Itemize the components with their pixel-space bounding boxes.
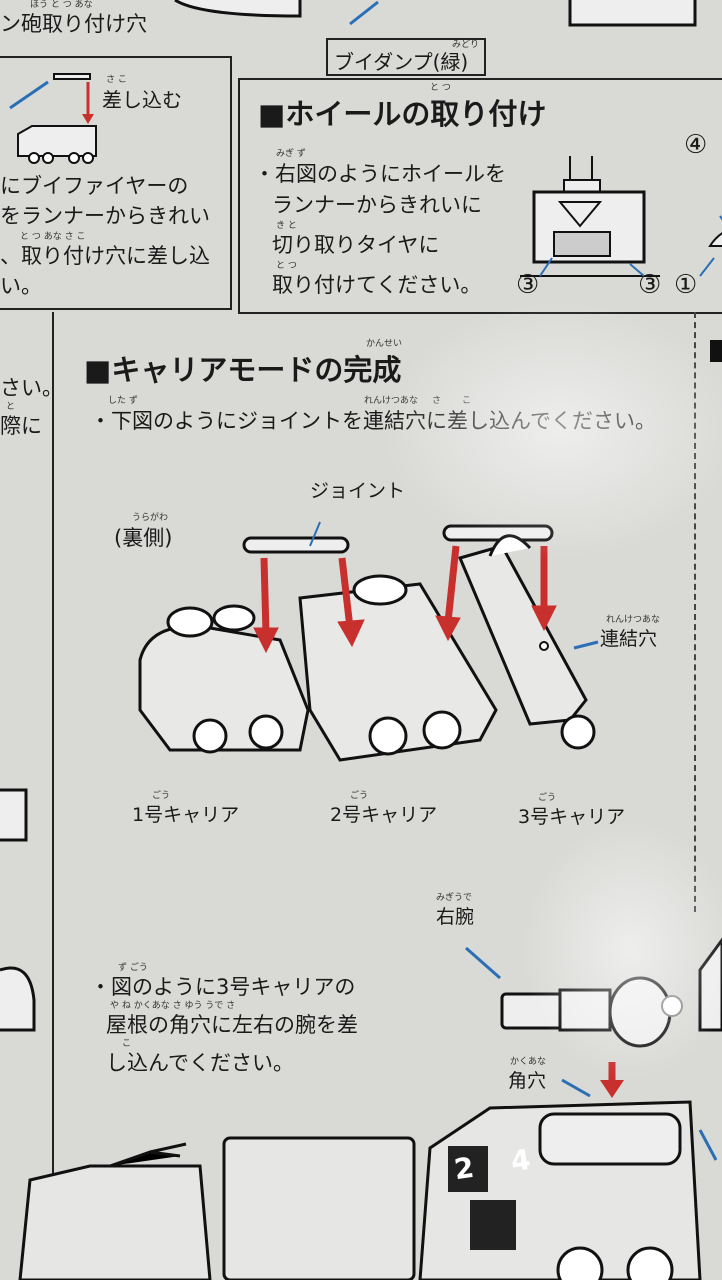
top-vehicle-drawings <box>174 0 697 27</box>
blue-arrow-icon <box>465 946 501 980</box>
ruby: れんけつあな <box>606 615 661 625</box>
text-line: にブイファイヤーの <box>0 174 189 198</box>
text-line: 切り取りタイヤに <box>272 233 440 257</box>
joint-part <box>242 536 350 554</box>
joint-label: ジョイント <box>310 480 406 502</box>
ruby: ごう <box>152 791 171 801</box>
callout-4: ④ <box>684 130 708 160</box>
ruby: ず ごう <box>118 963 148 973</box>
wheel-attachment-panel: と つ ■ホイールの取り付け みぎ ず ・右図のようにホイールを ランナーからき… <box>238 78 722 314</box>
left-edge-drawings <box>0 788 36 1032</box>
red-arrow-icon <box>82 114 94 124</box>
column-divider <box>52 312 54 1280</box>
column-divider <box>694 312 696 912</box>
text-line: 取り付けてください。 <box>272 273 482 297</box>
ruby: ごう <box>538 793 557 803</box>
left-instruction-panel: さ こ 差し込む にブイファイヤーの をランナーからきれい と つ あな さ こ… <box>0 56 232 310</box>
ruby: と つ <box>430 83 451 93</box>
ruby: うらがわ <box>132 513 169 523</box>
ruby: と つ <box>276 261 297 271</box>
blue-arrow-icon <box>349 0 379 26</box>
section-heading-wheel: ■ホイールの取り付け <box>258 97 547 131</box>
ruby: れんけつあな <box>364 396 419 406</box>
red-arrow-icon <box>600 1080 624 1098</box>
ruby: みぎ ず <box>276 149 306 159</box>
callout-3-right: ③ <box>638 270 662 300</box>
heading-square-marker <box>710 340 722 362</box>
text-line: ランナーからきれいに <box>272 193 482 217</box>
number-plate <box>448 1146 488 1192</box>
carrier-joint-diagram <box>138 521 599 762</box>
connection-hole-label: 連結穴 <box>600 628 658 650</box>
ruby: や ね かくあな さ ゆう うで さ <box>110 1001 236 1011</box>
number-plate <box>470 1200 516 1250</box>
right-arm-label: 右腕 <box>436 906 475 928</box>
carrier-3-label: 3号キャリア <box>518 806 626 828</box>
blue-arrow-icon <box>561 1078 591 1098</box>
text-line: さい。 <box>0 376 63 400</box>
blue-arrow-icon <box>573 640 599 650</box>
ruby: した ず <box>108 396 138 406</box>
joint-part <box>442 524 554 542</box>
text-line: をランナーからきれい <box>0 204 210 228</box>
callout-1: ① <box>674 270 698 300</box>
ruby: こ <box>122 1039 132 1049</box>
vehicle-arm-diagram <box>18 937 722 1280</box>
ruby: と <box>6 402 16 412</box>
wheel-diagram <box>520 156 722 277</box>
text-line: い。 <box>0 274 42 298</box>
arm-instruction-line: ・図のように3号キャリアの <box>90 975 356 999</box>
insert-label: 差し込む <box>102 88 182 112</box>
callout-3-left: ③ <box>516 270 540 300</box>
ruby: さ こ <box>106 75 127 85</box>
ruby: かんせい <box>366 339 403 349</box>
ruby: き と <box>276 221 297 231</box>
text-line: 、取り付け穴に差し込 <box>0 244 210 268</box>
carrier-1-label: 1号キャリア <box>132 804 240 826</box>
carrier-2-label: 2号キャリア <box>330 804 438 826</box>
carrier-instruction: ・下図のようにジョイントを連結穴に差し込んでください。 <box>90 409 656 433</box>
arm-instruction-line: 屋根の角穴に左右の腕を差 <box>106 1013 358 1037</box>
ruby: ごう <box>350 791 369 801</box>
ruby: みぎうで <box>436 893 473 903</box>
ruby: こ <box>462 396 472 406</box>
red-arrow-icon <box>253 545 557 654</box>
right-arm-part <box>500 976 683 1048</box>
boxed-label-buidump: みどり ブイダンプ(緑) <box>326 38 486 76</box>
text-line: 際に <box>0 414 42 438</box>
section-heading-carrier-mode: ■キャリアモードの完成 <box>84 353 402 387</box>
text-line: ・右図のようにホイールを <box>254 162 506 186</box>
partial-label-cannon-hole: ン砲取り付け穴 <box>0 12 147 36</box>
ruby: みどり <box>452 40 480 50</box>
boxed-label-text: ブイダンプ(緑) <box>334 50 469 74</box>
arm-instruction-line: し込んでください。 <box>106 1051 294 1075</box>
ruby: さ <box>432 396 442 406</box>
vehicle-insert-diagram <box>9 73 97 164</box>
ruby: と つ あな さ こ <box>20 232 86 242</box>
ruby: ほう と つ あな <box>30 0 93 10</box>
back-side-label: (裏側) <box>114 526 173 550</box>
